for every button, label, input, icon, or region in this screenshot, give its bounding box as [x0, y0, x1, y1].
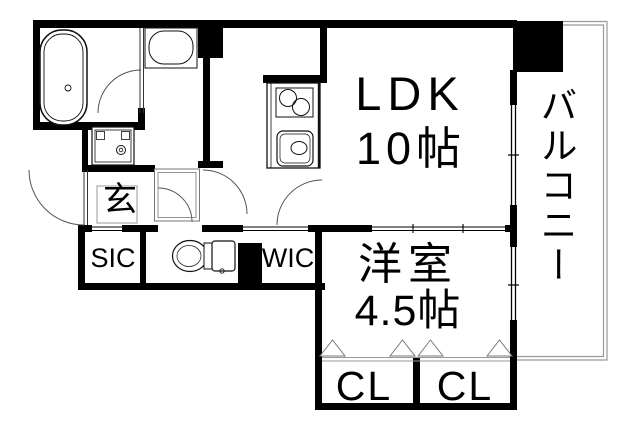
washing-machine-pan-icon	[91, 126, 135, 166]
room-size-ldk: 10帖	[355, 123, 467, 174]
window-icon	[508, 100, 519, 320]
room-label-closet-right: CL	[436, 363, 494, 409]
room-label-entrance: 玄	[103, 181, 137, 219]
room-size-western-room: 4.5帖	[354, 287, 462, 335]
sliding-door-icon	[92, 224, 505, 233]
closet-folding-door-icon	[318, 339, 514, 362]
room-label-shoe-closet: SIC	[90, 243, 136, 273]
room-label-walk-in-closet: WIC	[261, 243, 315, 273]
stove-icon	[275, 87, 314, 118]
room-label-closet-left: CL	[335, 363, 393, 409]
entrance-step-lines	[96, 168, 200, 224]
door-swing-icon	[28, 28, 323, 226]
toilet-icon	[171, 239, 236, 274]
room-label-western-room: 洋室	[358, 240, 458, 289]
washbasin-icon	[144, 27, 198, 69]
kitchen-sink-icon	[276, 130, 314, 167]
balcony-boundary	[517, 20, 608, 361]
room-label-balcony: バルコニー	[535, 86, 576, 286]
bathtub-icon	[39, 29, 88, 126]
room-label-ldk: LDK	[355, 67, 465, 120]
interior-walls	[78, 20, 517, 407]
